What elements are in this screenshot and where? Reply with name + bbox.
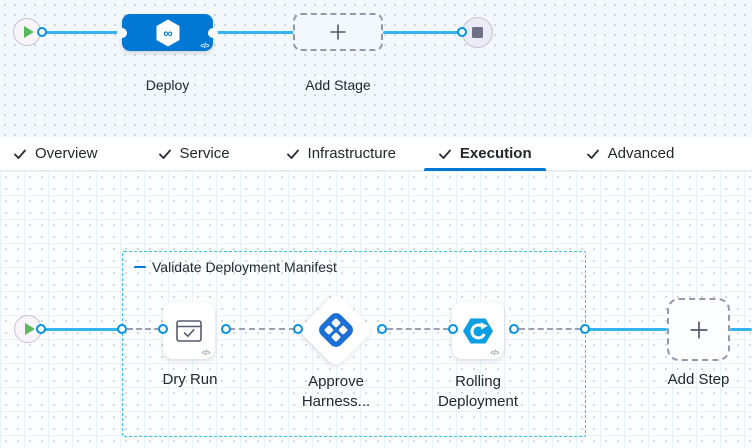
step-group-header[interactable]: Validate Deployment Manifest (134, 259, 337, 275)
connector-port (509, 324, 519, 334)
connector-dashed (387, 328, 449, 330)
connector-port (377, 324, 387, 334)
stage-node-deploy[interactable]: ∞ </> (117, 14, 218, 51)
yaml-code-icon: </> (201, 350, 210, 357)
tab-overview[interactable]: Overview (13, 137, 98, 170)
connector-port (36, 324, 46, 334)
tab-service[interactable]: Service (158, 137, 230, 170)
check-icon (586, 149, 599, 159)
harness-cd-icon: ∞ (156, 19, 179, 46)
connector-line (41, 328, 122, 331)
tab-advanced[interactable]: Advanced (586, 137, 675, 170)
collapse-minus-icon[interactable] (134, 265, 146, 269)
tab-label: Advanced (607, 145, 675, 162)
plus-icon (689, 320, 708, 339)
connector-port (117, 324, 127, 334)
stop-icon (472, 27, 483, 38)
stage-label: Deploy (145, 77, 190, 93)
connector-port (293, 324, 303, 334)
add-step-label: Add Step (667, 371, 730, 388)
connector-port (448, 324, 458, 334)
check-icon (439, 149, 451, 159)
step-label-rolling-deployment: Rolling Deployment (437, 373, 519, 410)
check-icon (286, 149, 299, 159)
connector-port (37, 27, 47, 37)
step-node-dry-run[interactable]: </> (163, 302, 215, 359)
connector-line (383, 31, 462, 34)
plus-icon (330, 24, 346, 40)
connector-port (457, 27, 467, 37)
connector-line (213, 31, 295, 34)
connector-port (580, 324, 590, 334)
yaml-code-icon: </> (200, 43, 209, 50)
add-step-button[interactable] (667, 298, 730, 361)
stage-setup-tabs: Overview Service Infrastructure Executio… (0, 137, 752, 171)
connector-port (158, 324, 168, 334)
tab-execution[interactable]: Execution (423, 137, 546, 171)
tab-label: Overview (35, 145, 98, 162)
connector-dashed (519, 328, 581, 330)
play-icon (23, 26, 34, 38)
add-stage-button[interactable] (293, 13, 383, 51)
step-group-title: Validate Deployment Manifest (152, 259, 337, 275)
play-icon (24, 323, 35, 335)
svg-text:∞: ∞ (163, 25, 172, 40)
check-icon (14, 149, 26, 159)
tab-label: Execution (459, 145, 532, 162)
connector-line (42, 31, 126, 34)
step-node-rolling-deployment[interactable]: </> (452, 302, 504, 359)
pipeline-start-node (13, 18, 41, 46)
check-icon (158, 149, 171, 159)
step-group-box (122, 251, 586, 437)
connector-line (585, 328, 667, 331)
stage-port-right (208, 27, 218, 38)
execution-graph-canvas: Validate Deployment Manifest (0, 171, 752, 448)
tab-infrastructure[interactable]: Infrastructure (286, 137, 396, 170)
pipeline-end-node (462, 17, 493, 48)
tab-label: Infrastructure (307, 145, 396, 162)
stage-graph-canvas: ∞ </> Deploy Add Stage (0, 0, 752, 137)
add-stage-label: Add Stage (305, 77, 371, 93)
dry-run-check-icon (176, 319, 202, 342)
approval-icon (319, 313, 353, 347)
tab-label: Service (179, 145, 230, 162)
step-node-approve[interactable] (297, 291, 375, 369)
yaml-code-icon: </> (490, 350, 499, 357)
step-label-approve: Approve Harness... (301, 373, 371, 410)
step-label-dry-run: Dry Run (162, 371, 218, 388)
connector-dashed (229, 328, 295, 330)
rolling-deployment-icon (463, 318, 493, 343)
stage-port-left (117, 27, 127, 38)
connector-port (221, 324, 231, 334)
connector-dashed (127, 328, 160, 330)
connector-line (730, 328, 752, 331)
